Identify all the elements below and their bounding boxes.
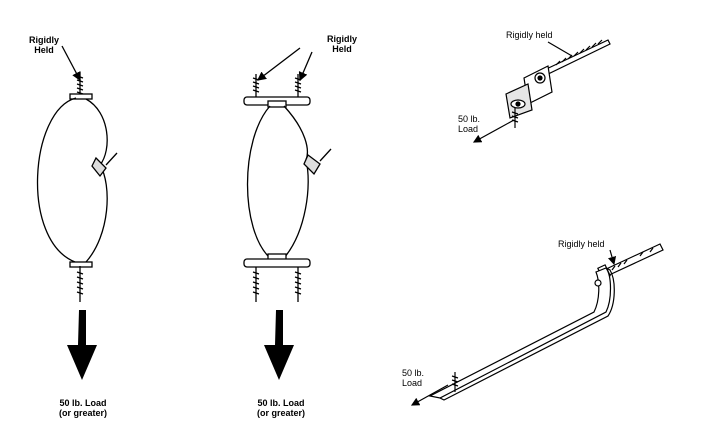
bottom-screw bbox=[76, 266, 84, 302]
wire-loop bbox=[36, 97, 108, 263]
angle-load-sub: Load bbox=[458, 124, 479, 134]
left-callout-held: Held bbox=[34, 45, 54, 55]
callout-arrow bbox=[61, 45, 81, 82]
wire-loop-middle bbox=[246, 105, 309, 259]
loop-bracket-figure bbox=[36, 45, 118, 302]
load-arrow-angle bbox=[472, 119, 515, 143]
load-arrow-strap bbox=[410, 384, 449, 406]
top-screw bbox=[76, 72, 84, 97]
strap-callout-label: Rigidly held bbox=[558, 239, 605, 249]
angle-bracket-figure bbox=[472, 39, 611, 143]
top-tab bbox=[69, 93, 93, 100]
middle-load-label: 50 lb. Load bbox=[257, 398, 305, 408]
plate-bracket-figure bbox=[243, 47, 332, 302]
middle-callout-held: Held bbox=[332, 44, 352, 54]
left-load-label: 50 lb. Load bbox=[59, 398, 107, 408]
left-callout-rigidly: Rigidly bbox=[28, 35, 59, 45]
bottom-plate bbox=[243, 258, 311, 268]
angle-callout-label: Rigidly held bbox=[506, 30, 553, 40]
strap-load-label: 50 lb. bbox=[402, 368, 425, 378]
callout-line-angle bbox=[547, 41, 573, 57]
angle-load-label: 50 lb. bbox=[458, 114, 481, 124]
long-strap-figure bbox=[410, 243, 664, 406]
left-load-sub: (or greater) bbox=[58, 408, 107, 418]
strap-load-sub: Load bbox=[402, 378, 423, 388]
side-clip bbox=[91, 156, 107, 178]
load-arrow-middle bbox=[264, 310, 294, 380]
middle-callout-rigidly: Rigidly bbox=[326, 34, 357, 44]
load-arrow-left bbox=[67, 310, 97, 380]
middle-load-sub: (or greater) bbox=[256, 408, 305, 418]
bottom-tab bbox=[69, 261, 93, 268]
